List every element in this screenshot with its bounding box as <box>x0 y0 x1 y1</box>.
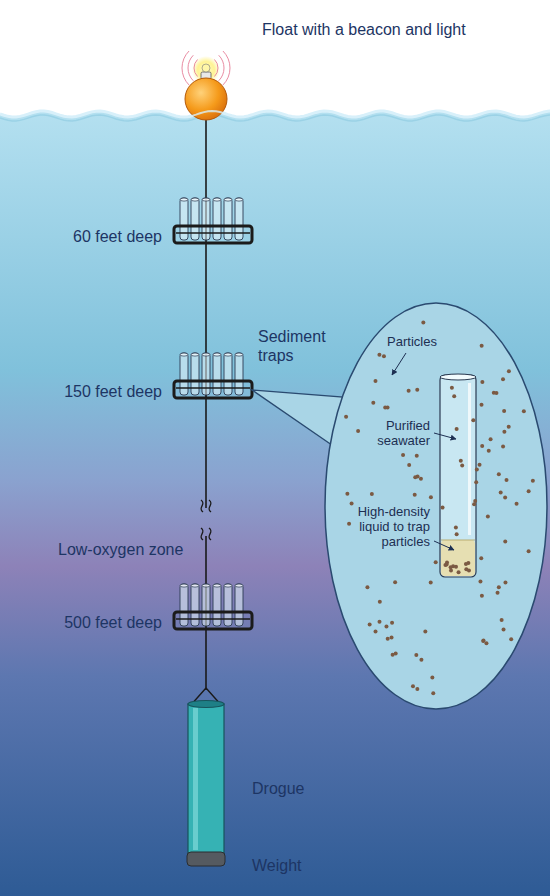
dense-liquid <box>441 540 475 576</box>
label: Drogue <box>252 779 304 798</box>
beacon-signal <box>188 55 193 80</box>
label: Weight <box>252 856 302 875</box>
sediment-trap-rack <box>174 353 252 398</box>
beacon-signal <box>194 60 198 77</box>
label: 60 feet deep <box>73 227 162 246</box>
sediment-trap-rack <box>174 584 252 629</box>
bubble <box>325 303 547 709</box>
leader-line <box>434 541 454 550</box>
break-mark <box>201 528 203 540</box>
leader-line <box>392 353 406 375</box>
callout-label: Purified seawater <box>358 418 430 448</box>
water <box>0 111 550 896</box>
callout-bubble: ParticlesPurified seawaterHigh-density l… <box>322 300 550 712</box>
beacon-signal <box>219 55 224 80</box>
drogue-top <box>188 701 224 708</box>
drogue <box>188 704 224 854</box>
rope <box>205 110 207 508</box>
water-line <box>184 111 228 117</box>
label: Sediment traps <box>258 327 338 365</box>
bubble-outline <box>322 300 550 712</box>
drogue-highlight <box>193 708 198 850</box>
break-mark <box>209 500 211 512</box>
callout-label: Particles <box>372 334 452 349</box>
label: Float with a beacon and light <box>262 20 466 39</box>
label: 150 feet deep <box>64 382 162 401</box>
weight <box>187 852 225 866</box>
beacon-signal <box>214 60 218 77</box>
break-mark <box>201 500 203 512</box>
beacon-signal <box>223 51 230 85</box>
label: 500 feet deep <box>64 613 162 632</box>
break-mark <box>209 528 211 540</box>
sediment-trap-rack <box>174 198 252 243</box>
water-surface <box>0 115 550 121</box>
callout-label: High-density liquid to trap particles <box>328 504 430 549</box>
leader-line <box>434 433 456 439</box>
float <box>185 78 227 120</box>
label: Low-oxygen zone <box>58 540 183 559</box>
beacon-light <box>202 64 210 72</box>
beacon-signal <box>182 51 189 85</box>
